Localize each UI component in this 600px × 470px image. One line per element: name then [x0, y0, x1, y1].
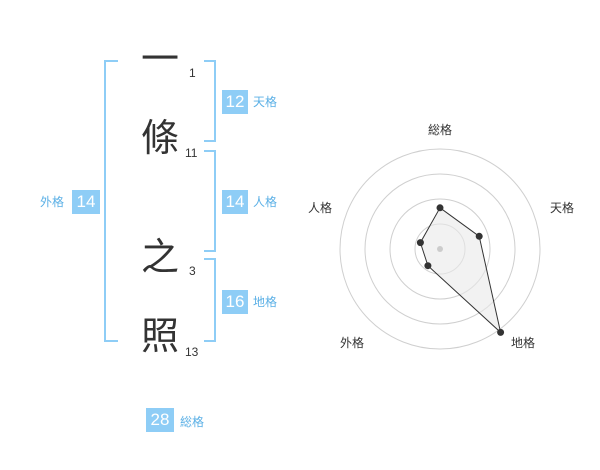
radar-center-point [437, 246, 443, 252]
name-char-1: 一 [141, 37, 180, 81]
chikaku-badge: 16 [222, 290, 248, 314]
chikaku-bracket [204, 258, 216, 342]
radar-axis-label-tenkaku: 天格 [550, 201, 575, 215]
radar-ring [389, 198, 491, 300]
tenkaku-bracket [204, 60, 216, 142]
name-char-2: 條 [141, 116, 180, 160]
radar-ring [339, 148, 541, 350]
chikaku-label: 地格 [253, 295, 278, 309]
stroke-count-1: 1 [189, 66, 196, 80]
gaikaku-label: 外格 [40, 195, 65, 209]
radar-point-0 [436, 204, 444, 212]
stroke-count-3: 3 [189, 264, 196, 278]
radar-ring [364, 173, 516, 325]
tenkaku-label: 天格 [253, 95, 278, 109]
soukaku-label: 総格 [180, 415, 205, 429]
radar-axis-label-soukaku: 総格 [428, 123, 453, 137]
radar-point-1 [475, 232, 483, 240]
tenkaku-badge: 12 [222, 90, 248, 114]
jinkaku-label: 人格 [253, 195, 278, 209]
radar-point-4 [416, 239, 424, 247]
name-char-4: 照 [141, 314, 180, 358]
radar-series-area [419, 207, 502, 334]
radar-axis-label-gaikaku: 外格 [340, 336, 365, 350]
jinkaku-badge: 14 [222, 190, 248, 214]
radar-axis-label-chikaku: 地格 [511, 336, 536, 350]
gaikaku-badge: 14 [72, 190, 100, 214]
radar-axis-label-jinkaku: 人格 [308, 201, 333, 215]
radar-point-2 [497, 328, 505, 336]
radar-point-3 [424, 262, 432, 270]
jinkaku-bracket [204, 150, 216, 252]
stroke-count-4: 13 [185, 345, 199, 359]
gaikaku-bracket [104, 60, 118, 342]
soukaku-badge: 28 [146, 408, 174, 432]
stroke-count-2: 11 [185, 146, 198, 160]
name-char-3: 之 [141, 235, 180, 279]
